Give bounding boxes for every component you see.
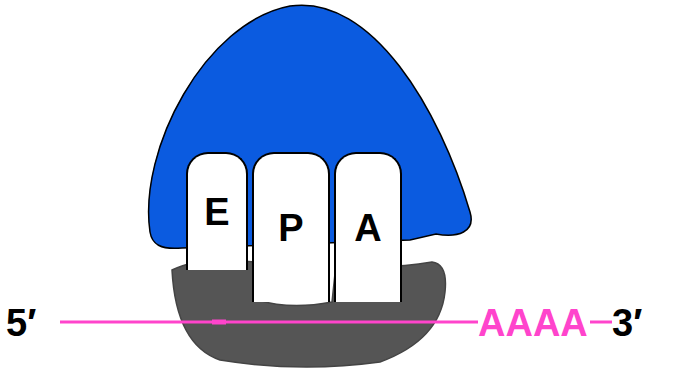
three-prime-end: 3′ — [612, 304, 642, 342]
ribosome-site: A — [334, 152, 402, 302]
mrna-strand — [60, 321, 478, 324]
ribosome-site: E — [186, 152, 248, 270]
site-letter: A — [354, 209, 381, 247]
ribosome-site: P — [252, 152, 330, 302]
site-letter: P — [278, 209, 303, 247]
mrna-mark — [212, 320, 226, 325]
mrna-tail — [590, 321, 612, 324]
site-letter: E — [204, 193, 229, 231]
poly-a-tail: AAAA — [478, 304, 588, 342]
five-prime-end: 5′ — [6, 304, 36, 342]
